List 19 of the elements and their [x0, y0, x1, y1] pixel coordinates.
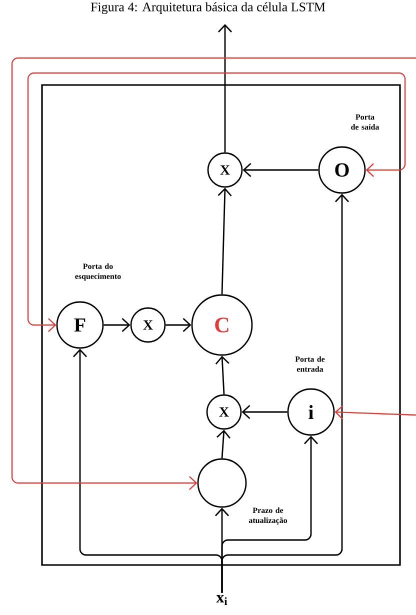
- arrow: [242, 405, 288, 420]
- arrow: [215, 356, 230, 394]
- input-label: x$_{i}$: [216, 595, 228, 605]
- arrow: [166, 318, 192, 332]
- gate-label: Porta do esquecimento: [75, 263, 121, 281]
- gate-label: Porta de saída: [351, 114, 380, 130]
- gate-label: Prazo de atualização: [248, 507, 288, 525]
- arrow: [221, 194, 350, 593]
- candidate-circle: [197, 458, 247, 508]
- arrow: [218, 24, 232, 152]
- arrow: [218, 188, 232, 294]
- arrow: [242, 163, 318, 178]
- gate-label: Porta de entrada: [295, 356, 325, 372]
- arrow: [104, 318, 130, 332]
- arrow: [11, 57, 416, 490]
- arrow: [27, 72, 406, 332]
- arrow: [334, 405, 416, 420]
- figure-title: Figura 4: Arquitetura básica da célula LSTM: [90, 2, 326, 14]
- arrow: [216, 430, 230, 458]
